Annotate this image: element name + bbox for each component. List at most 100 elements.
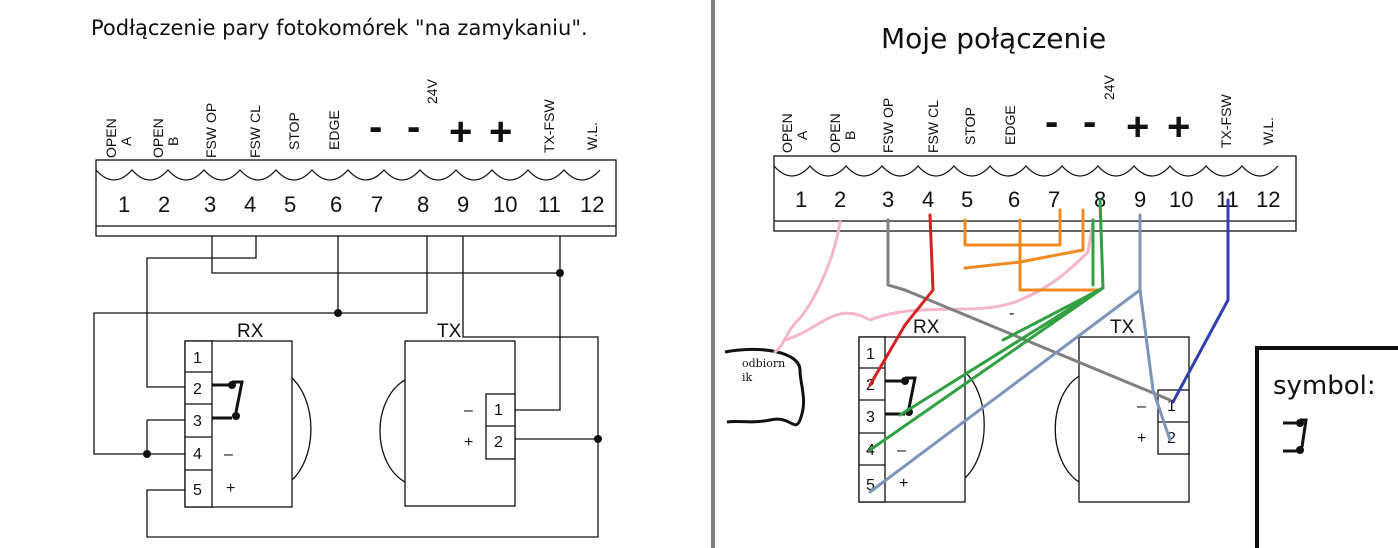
r-tx-plus: + [1137,430,1146,447]
r-plus-sign-9: + [1126,105,1149,149]
rx-pin-column [184,340,213,508]
symbol-legend-frame [1255,346,1398,548]
wire-orange [963,208,1102,292]
tx-title: TX [437,321,462,342]
right-colored-wiring [773,198,1230,494]
left-power-signs: - - + + [369,105,512,154]
rx-pin-5: 5 [193,482,202,499]
left-terminal-block: 1 2 3 4 5 6 7 8 9 10 11 12 [95,159,617,237]
tx-pin-1: 1 [494,402,503,419]
r-tx-lens [1054,375,1080,483]
wire-gray [886,218,1172,402]
r-label-fsw-cl: FSW CL [925,100,941,153]
r-label-24v: 24V [1101,74,1117,100]
r-terminal-3: 3 [882,187,894,212]
r-tx-pin-1: 1 [1167,398,1176,415]
label-24v: 24V [424,78,440,104]
symbol-legend: symbol: [1255,346,1398,548]
label-open-a-line1: OPEN [103,118,119,158]
rx-pin-2: 2 [193,381,202,398]
label-open-a-line2: A [118,136,134,146]
left-rx-unit: RX 1 2 3 4 5 – + [184,321,312,508]
rx-title: RX [237,321,264,342]
terminal-10: 10 [493,192,517,217]
minus-sign-8: - [407,105,420,149]
right-power-signs: - - + + [1045,100,1190,149]
r-tx-pin-2: 2 [1167,430,1176,447]
r-label-open-b-line1: OPEN [827,113,843,153]
receiver-note-line2: ik [742,371,753,384]
receiver-sketch: odbiorn ik [724,347,806,427]
r-terminal-10: 10 [1169,187,1193,212]
rx-minus: – [224,446,233,463]
plus-sign-9: + [449,110,472,154]
label-fsw-cl: FSW CL [247,105,263,158]
r-label-wl: W.L. [1260,117,1276,145]
wire-red [868,213,935,387]
r-rx-lens [964,371,985,479]
terminal-9: 9 [457,192,469,217]
left-title: Podłączenie pary fotokomórek "na zamykan… [91,16,588,40]
r-terminal-4: 4 [922,187,934,212]
left-panel: Podłączenie pary fotokomórek "na zamykan… [91,16,617,538]
receiver-note-line1: odbiorn [742,357,785,370]
tx-lens [379,379,406,483]
r-label-open-a-line2: A [794,130,810,140]
right-terminal-block: 1 2 3 4 5 6 7 8 9 10 11 12 [773,155,1297,232]
receiver-outline [724,347,806,427]
r-plus-sign-10: + [1167,105,1190,149]
rx-pin-4: 4 [193,446,202,463]
terminal-12: 12 [580,192,604,217]
tx-minus: – [464,402,473,419]
right-tx-unit: TX 1 2 – + [1054,317,1190,503]
r-terminal-2: 2 [834,187,846,212]
label-open-b-line2: B [165,137,181,146]
symbol-label: symbol: [1273,371,1376,401]
r-rx-pin-5: 5 [866,477,875,494]
terminal-block-frame [95,159,617,237]
terminal-3: 3 [204,192,216,217]
r-label-open-b-line2: B [842,131,858,140]
r-rx-pin-column [858,336,886,503]
r-tx-title: TX [1110,317,1135,338]
plus-sign-10: + [489,110,512,154]
left-terminal-labels: OPEN A OPEN B FSW OP FSW CL STOP EDGE 24… [103,78,600,158]
r-terminal-12: 12 [1256,187,1280,212]
right-title: Moje połączenie [881,22,1106,55]
rx-pin-1: 1 [193,350,202,367]
r-label-stop: STOP [962,107,978,145]
tx-plus: + [464,434,473,451]
label-wl: W.L. [584,122,600,150]
r-terminal-9: 9 [1134,187,1146,212]
left-wiring [93,236,602,538]
r-rx-pin-3: 3 [866,409,875,426]
terminal-11: 11 [538,192,561,217]
terminal-7: 7 [371,192,383,217]
label-tx-fsw: TX-FSW [541,99,557,153]
right-panel: Moje połączenie OPEN A OPEN B FSW OP FSW… [724,22,1398,548]
r-terminal-1: 1 [795,187,807,212]
r-label-open-a-line1: OPEN [779,113,795,153]
terminal-4: 4 [244,192,256,217]
terminal-screw-arcs [95,169,601,181]
terminal-2: 2 [158,192,170,217]
wire-bluegray [868,213,1172,494]
rx-lens [291,377,312,481]
wire-green [868,198,1105,452]
terminal-6: 6 [330,192,342,217]
r-minus-sign-7: - [1045,100,1058,144]
r-terminal-screw-arcs [773,165,1279,177]
terminal-1: 1 [118,192,130,217]
right-terminal-labels: OPEN A OPEN B FSW OP FSW CL STOP EDGE 24… [779,74,1276,153]
r-terminal-6: 6 [1008,187,1020,212]
terminal-8: 8 [417,192,429,217]
r-label-tx-fsw: TX-FSW [1218,94,1234,148]
tx-pin-2: 2 [494,434,503,451]
r-tx-minus: – [1137,398,1146,415]
r-label-edge: EDGE [1002,105,1018,145]
label-open-b-line1: OPEN [150,118,166,158]
label-edge: EDGE [326,110,342,150]
label-stop: STOP [286,112,302,150]
r-minus-sign-8: - [1083,100,1096,144]
right-rx-unit: RX 1 2 3 4 5 – + [858,317,985,503]
